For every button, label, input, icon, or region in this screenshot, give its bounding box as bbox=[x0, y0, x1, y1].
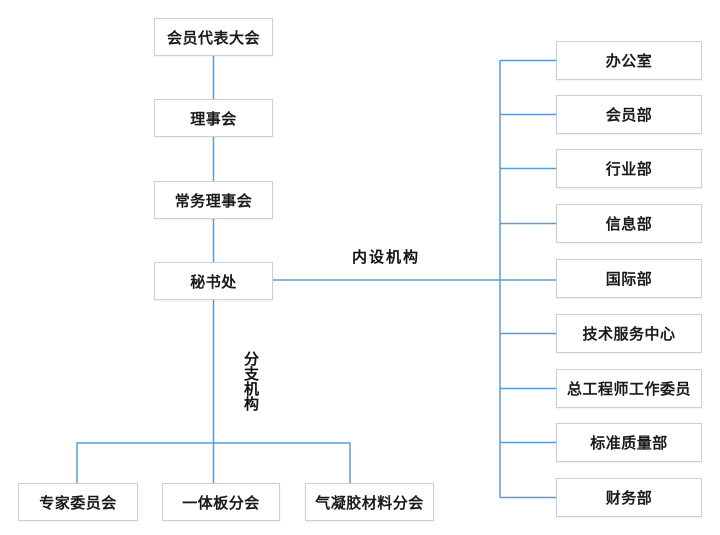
node-office: 办公室 bbox=[556, 41, 702, 80]
node-membership-dept: 会员部 bbox=[556, 95, 702, 134]
branch-connector bbox=[76, 442, 351, 484]
node-secretariat: 秘书处 bbox=[154, 262, 273, 300]
node-tech-service-center: 技术服务中心 bbox=[556, 314, 702, 353]
node-finance-dept: 财务部 bbox=[556, 478, 702, 517]
internal-orgs-label: 内设机构 bbox=[352, 249, 421, 266]
node-integrated-panel-branch: 一体板分会 bbox=[162, 483, 280, 521]
node-council: 理事会 bbox=[154, 99, 273, 137]
node-expert-committee: 专家委员会 bbox=[18, 483, 138, 521]
node-chief-engineer-committee: 总工程师工作委员 bbox=[556, 369, 702, 408]
node-standards-quality-dept: 标准质量部 bbox=[556, 423, 702, 462]
node-industry-dept: 行业部 bbox=[556, 149, 702, 188]
node-standing-council: 常务理事会 bbox=[154, 181, 273, 219]
node-aerogel-materials-branch: 气凝胶材料分会 bbox=[305, 483, 434, 521]
branch-orgs-label: 分支机构 bbox=[244, 351, 260, 413]
node-information-dept: 信息部 bbox=[556, 204, 702, 243]
node-international-dept: 国际部 bbox=[556, 259, 702, 298]
node-member-congress: 会员代表大会 bbox=[154, 18, 273, 56]
right-stubs bbox=[500, 59, 556, 499]
